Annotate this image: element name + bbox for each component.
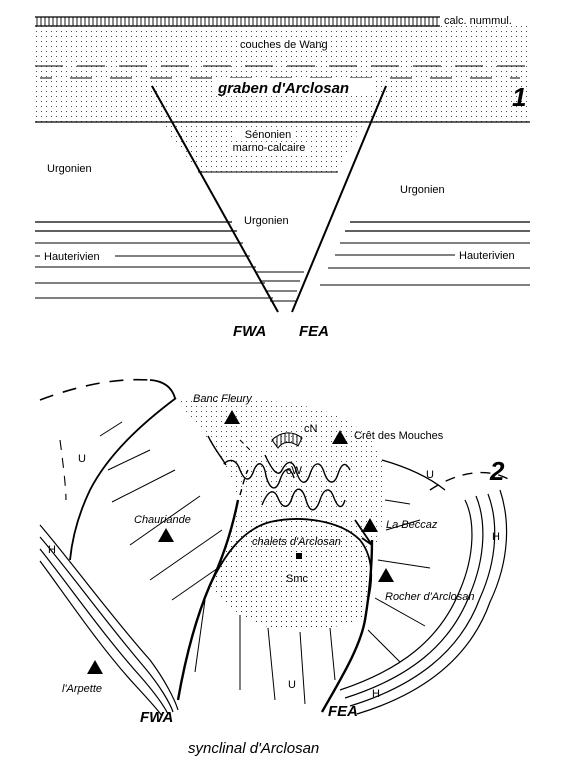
label-hauterivien-left: Hauterivien: [44, 251, 100, 263]
label-rocher: Rocher d'Arclosan: [385, 591, 475, 603]
summit-la-beccaz-icon: [362, 518, 378, 532]
label-h-right: H: [492, 531, 500, 543]
label-cn: cN: [304, 423, 318, 435]
label-chalets: chalets d'Arclosan: [252, 536, 341, 548]
fault-fwa-line: [151, 85, 279, 313]
label-urgonien-left: Urgonien: [47, 163, 92, 175]
panel-number-1: 1: [512, 82, 526, 112]
u-ring-right-top: [381, 459, 446, 491]
label-la-beccaz: La Beccaz: [386, 519, 438, 531]
label-cw: cW: [286, 465, 303, 477]
beccaz-fault: [354, 519, 373, 546]
inner-dash-left: [59, 439, 67, 501]
label-arpette: l'Arpette: [62, 683, 102, 695]
label-fea-2: FEA: [328, 703, 358, 720]
label-marno-calcaire: marno-calcaire: [233, 142, 306, 154]
cn-pod: [271, 432, 303, 449]
u-ring-bottom-ribs: [194, 599, 336, 705]
label-senonien: Sénonien: [245, 129, 292, 141]
map-2: Banc Fleury Crêt des Mouches cN cW U U U…: [39, 378, 511, 757]
hauterivien-right-stripes: [339, 489, 508, 715]
smc-core: [212, 520, 370, 631]
label-urgonien-center: Urgonien: [244, 215, 289, 227]
summit-cret-mouches-icon: [332, 430, 348, 444]
label-fwa-1: FWA: [233, 323, 266, 340]
label-fea-1: FEA: [299, 323, 329, 340]
panel-number-2: 2: [489, 456, 505, 486]
summit-rocher-icon: [378, 568, 394, 582]
label-fwa-2: FWA: [140, 709, 173, 726]
left-block-strata: [35, 221, 273, 299]
label-calc-nummul: calc. nummul.: [444, 15, 512, 27]
summit-banc-fleury-icon: [224, 410, 240, 424]
fault-fwa-map: [176, 499, 240, 701]
inner-u-boundary: [69, 397, 177, 561]
label-chauriande: Chauriande: [134, 514, 191, 526]
calc-nummul-band: [35, 17, 440, 26]
fault-fea-map: [320, 539, 374, 713]
label-smc: Smc: [286, 573, 309, 585]
right-block-strata: [320, 221, 530, 286]
fault-fea-line: [291, 85, 387, 313]
u-ring-left-ribs: [99, 421, 223, 601]
u-ring-right-dashed: [429, 471, 511, 491]
outer-arc-dashed: [39, 378, 151, 401]
outer-arc-top: [149, 379, 176, 399]
cw-wavy-lines: [207, 435, 351, 511]
chalets-marker-icon: [296, 553, 302, 559]
u-ring-right-ribs: [367, 499, 431, 663]
label-graben: graben d'Arclosan: [217, 80, 349, 97]
label-couches-wang: couches de Wang: [240, 39, 328, 51]
graben-inner-strata: [256, 271, 304, 302]
label-urgonien-right: Urgonien: [400, 184, 445, 196]
summit-arpette-icon: [87, 660, 103, 674]
summit-markers: [87, 410, 394, 674]
hauterivien-left-stripes: [39, 524, 179, 717]
cross-section-1: calc. nummul. couches de Wang graben d'A…: [0, 15, 561, 340]
label-banc-fleury: Banc Fleury: [193, 393, 253, 405]
label-h-bottom: H: [372, 688, 380, 700]
label-u-bottom: U: [288, 679, 296, 691]
summit-chauriande-icon: [158, 528, 174, 542]
fault-fwa-dashed: [239, 469, 249, 496]
label-u-right: U: [426, 469, 434, 481]
label-h-left: H: [48, 544, 56, 556]
label-u-left: U: [78, 453, 86, 465]
map-title: synclinal d'Arclosan: [188, 740, 319, 757]
label-hauterivien-right: Hauterivien: [459, 250, 515, 262]
label-cret-mouches: Crêt des Mouches: [354, 430, 444, 442]
